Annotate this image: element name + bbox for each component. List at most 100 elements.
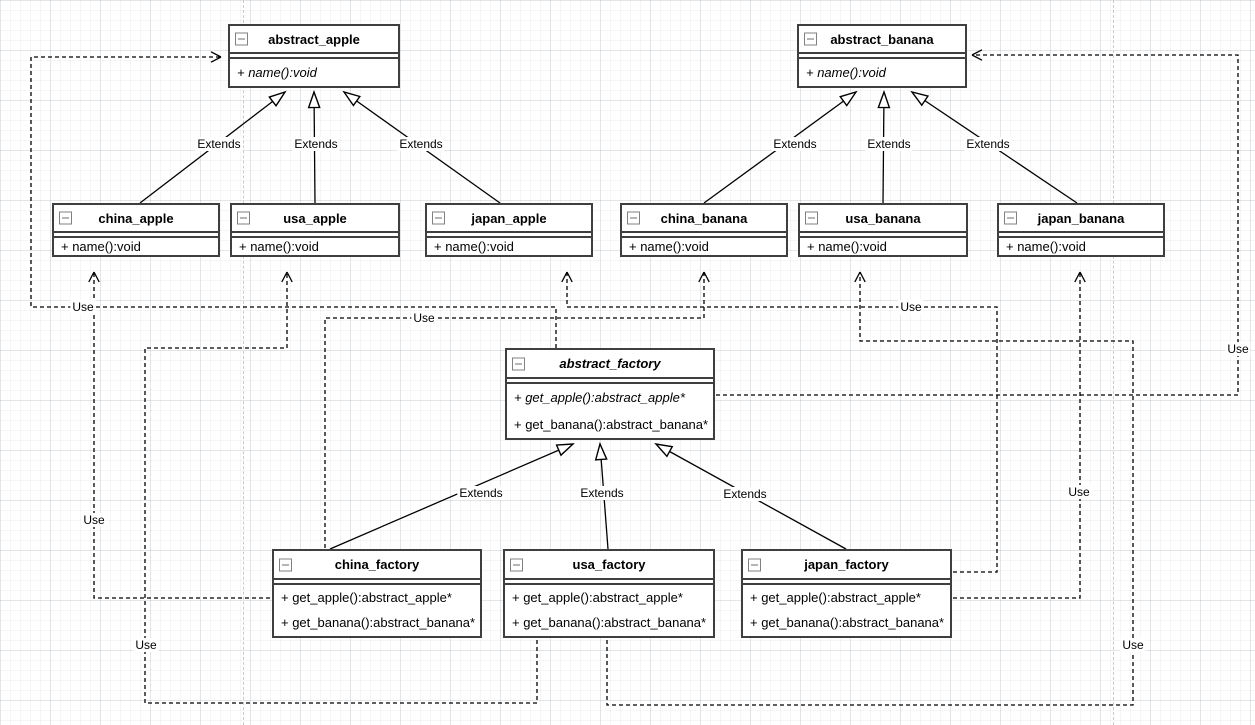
collapse-minus-icon[interactable] bbox=[748, 558, 761, 571]
method-row: + name():void bbox=[237, 64, 317, 80]
edge-use-china_factory-to-china_apple bbox=[88, 271, 270, 599]
edge-label-extends: Extends bbox=[292, 137, 340, 151]
method-row: + get_banana():abstract_banana* bbox=[281, 615, 476, 631]
class-title: japan_factory bbox=[804, 557, 889, 572]
edge-label-extends: Extends bbox=[721, 487, 769, 501]
edge-extends-china_factory-to-abstract_factory bbox=[329, 443, 575, 550]
class-title: usa_apple bbox=[283, 210, 347, 226]
class-box-china_banana[interactable]: china_banana + name():void bbox=[620, 203, 788, 257]
class-title: usa_banana bbox=[845, 210, 921, 226]
method-row: + get_apple():abstract_apple* bbox=[750, 589, 921, 605]
class-title: usa_factory bbox=[572, 557, 646, 572]
edge-label-use: Use bbox=[133, 638, 159, 652]
class-methods: + name():void bbox=[230, 59, 398, 86]
class-methods: + name():void bbox=[999, 238, 1163, 255]
collapse-minus-icon[interactable] bbox=[279, 558, 292, 571]
class-title: japan_apple bbox=[471, 210, 547, 226]
edge-use-abstract_factory-to-abstract_banana bbox=[716, 49, 1239, 396]
edge-label-extends: Extends bbox=[397, 137, 445, 151]
class-header: abstract_banana bbox=[799, 26, 965, 54]
class-title: japan_banana bbox=[1037, 210, 1125, 226]
class-box-usa_apple[interactable]: usa_apple + name():void bbox=[230, 203, 400, 257]
method-row: + name():void bbox=[806, 64, 886, 80]
method-row: + name():void bbox=[239, 238, 319, 254]
edge-use-china_factory-to-china_banana bbox=[324, 271, 710, 548]
edge-label-extends: Extends bbox=[771, 137, 819, 151]
edge-label-extends: Extends bbox=[865, 137, 913, 151]
class-methods: + name():void bbox=[427, 238, 591, 255]
edge-use-usa_factory-to-usa_apple bbox=[144, 271, 538, 704]
compartment-separator bbox=[799, 54, 965, 59]
collapse-minus-icon[interactable] bbox=[804, 32, 817, 46]
collapse-minus-icon[interactable] bbox=[237, 211, 250, 225]
compartment-separator bbox=[800, 233, 966, 238]
class-box-abstract_factory[interactable]: abstract_factory + get_apple():abstract_a… bbox=[505, 348, 715, 440]
compartment-separator bbox=[427, 233, 591, 238]
collapse-minus-icon[interactable] bbox=[510, 558, 523, 571]
class-title: abstract_factory bbox=[559, 356, 661, 371]
method-row: + get_banana():abstract_banana* bbox=[512, 615, 707, 631]
class-header: usa_apple bbox=[232, 205, 398, 233]
collapse-minus-icon[interactable] bbox=[235, 32, 248, 46]
class-header: china_banana bbox=[622, 205, 786, 233]
collapse-minus-icon[interactable] bbox=[432, 211, 445, 225]
compartment-separator bbox=[54, 233, 218, 238]
edge-use-japan_factory-to-japan_apple bbox=[561, 271, 998, 573]
collapse-minus-icon[interactable] bbox=[627, 211, 640, 225]
class-header: abstract_factory bbox=[507, 350, 713, 379]
class-box-usa_banana[interactable]: usa_banana+ name():void bbox=[798, 203, 968, 257]
edge-label-use: Use bbox=[411, 311, 437, 325]
edge-label-extends: Extends bbox=[964, 137, 1012, 151]
class-title: abstract_banana bbox=[830, 31, 934, 47]
method-row: + get_apple():abstract_apple* bbox=[512, 589, 683, 605]
class-methods: + name():void bbox=[622, 238, 786, 255]
class-header: china_factory bbox=[274, 551, 480, 580]
class-box-china_apple[interactable]: china_apple+ name():void bbox=[52, 203, 220, 257]
class-box-japan_apple[interactable]: japan_apple + name():void bbox=[425, 203, 593, 257]
class-box-usa_factory[interactable]: usa_factory + get_apple():abstract_apple*… bbox=[503, 549, 715, 638]
collapse-minus-icon[interactable] bbox=[805, 211, 818, 225]
class-methods: + get_apple():abstract_apple* + get_banan… bbox=[507, 384, 713, 438]
page-break-line bbox=[243, 0, 244, 725]
class-box-japan_factory[interactable]: japan_factory + get_apple():abstract_appl… bbox=[741, 549, 952, 638]
method-row: + get_apple():abstract_apple* bbox=[281, 589, 452, 605]
edge-label-use: Use bbox=[1066, 485, 1092, 499]
class-header: usa_banana bbox=[800, 205, 966, 233]
class-header: usa_factory bbox=[505, 551, 713, 580]
method-row: + name():void bbox=[434, 238, 514, 254]
class-methods: + name():void bbox=[799, 59, 965, 86]
class-box-abstract_apple[interactable]: abstract_apple + name():void bbox=[228, 24, 400, 88]
page-break-line bbox=[1113, 0, 1114, 725]
collapse-minus-icon[interactable] bbox=[1004, 211, 1017, 225]
edge-label-extends: Extends bbox=[195, 137, 243, 151]
class-methods: + get_apple():abstract_apple* + get_banan… bbox=[505, 585, 713, 636]
edge-use-usa_factory-to-usa_banana bbox=[606, 271, 1134, 706]
method-row: + get_banana():abstract_banana* bbox=[750, 615, 945, 631]
collapse-minus-icon[interactable] bbox=[512, 357, 525, 370]
compartment-separator bbox=[505, 580, 713, 585]
edge-label-extends: Extends bbox=[578, 486, 626, 500]
edge-label-extends: Extends bbox=[457, 486, 505, 500]
edge-use-japan_factory-to-japan_banana bbox=[953, 271, 1086, 599]
class-box-china_factory[interactable]: china_factory + get_apple():abstract_appl… bbox=[272, 549, 482, 638]
class-header: abstract_apple bbox=[230, 26, 398, 54]
compartment-separator bbox=[232, 233, 398, 238]
class-title: china_factory bbox=[334, 557, 420, 572]
edge-label-use: Use bbox=[70, 300, 96, 314]
compartment-separator bbox=[230, 54, 398, 59]
class-box-abstract_banana[interactable]: abstract_banana + name():void bbox=[797, 24, 967, 88]
class-header: japan_apple bbox=[427, 205, 591, 233]
edge-label-use: Use bbox=[898, 300, 924, 314]
edge-label-use: Use bbox=[1120, 638, 1146, 652]
compartment-separator bbox=[743, 580, 950, 585]
method-row: + get_banana():abstract_banana* bbox=[514, 416, 709, 432]
collapse-minus-icon[interactable] bbox=[59, 211, 72, 225]
method-row: + get_apple():abstract_apple* bbox=[514, 389, 685, 405]
edge-label-use: Use bbox=[1225, 342, 1251, 356]
method-row: + name():void bbox=[629, 238, 709, 254]
class-methods: + get_apple():abstract_apple* + get_banan… bbox=[743, 585, 950, 636]
method-row: + name():void bbox=[61, 238, 141, 254]
class-title: china_banana bbox=[660, 210, 748, 226]
class-box-japan_banana[interactable]: japan_banana + name():void bbox=[997, 203, 1165, 257]
